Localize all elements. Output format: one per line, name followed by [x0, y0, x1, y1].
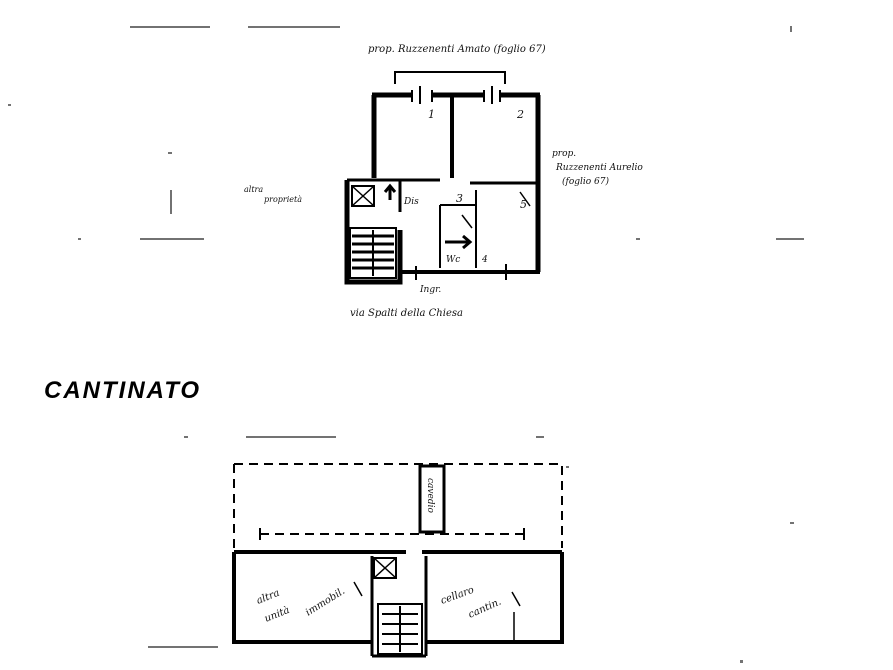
- staircase: [349, 227, 397, 279]
- boundary-bracket: [394, 71, 506, 84]
- landing-arrow: [383, 183, 397, 200]
- scan-noise: [8, 26, 804, 663]
- basement-door-left: [353, 581, 363, 597]
- basement-inner-ticks: [259, 528, 525, 540]
- room-number-1: 1: [428, 108, 435, 121]
- label-bath: Wc: [446, 255, 460, 265]
- label-neighbor-left-1: altra: [244, 185, 263, 194]
- basement-plan: CANTINATO cavedio alt: [44, 377, 564, 658]
- label-street: via Spalti della Chiesa: [350, 308, 463, 319]
- label-neighbor-right-2: Ruzzenenti Aurelio: [555, 163, 643, 173]
- window-top-1: [411, 86, 433, 104]
- basement-title: CANTINATO: [44, 377, 201, 404]
- label-shaft: cavedio: [425, 478, 435, 513]
- basement-wall-left: [232, 552, 372, 644]
- basement-shaft-cross: [373, 557, 397, 579]
- label-neighbor-top: prop. Ruzzenenti Amato (foglio 67): [368, 44, 546, 55]
- room-number-4: 4: [481, 255, 488, 265]
- room-number-2: 2: [516, 108, 524, 121]
- label-cellar-right-1: cellaro: [439, 585, 475, 607]
- room-number-5: 5: [520, 198, 527, 211]
- basement-dashed-outline: [234, 463, 563, 548]
- label-cellar-left-2: unità: [263, 605, 291, 625]
- label-neighbor-right-3: (foglio 67): [562, 176, 610, 187]
- label-landing: Dis: [403, 197, 419, 207]
- label-neighbor-right-1: prop.: [552, 149, 576, 159]
- room-number-3: 3: [456, 192, 463, 205]
- outer-wall-left-lower: [344, 180, 403, 285]
- shaft-box: cavedio: [418, 464, 446, 534]
- label-cellar-left-1: altra: [255, 588, 281, 607]
- partition-bath: [439, 204, 476, 268]
- window-top-2: [483, 86, 501, 104]
- label-hall: Ingr.: [419, 285, 441, 295]
- ground-floor-plan: prop. Ruzzenenti Amato (foglio 67) prop.…: [244, 44, 643, 319]
- entrance-arrow: [445, 234, 473, 250]
- basement-staircase: [377, 603, 423, 655]
- basement-wall-right: [426, 552, 564, 644]
- partition-horizontal: [347, 178, 538, 185]
- label-cellar-right-2: cantin.: [467, 597, 503, 621]
- label-cellar-left-3: immobil.: [304, 586, 347, 619]
- stair-shaft-box: [351, 185, 375, 207]
- label-neighbor-left-2: proprietà: [264, 195, 302, 204]
- basement-door-right: [511, 591, 521, 640]
- door-swing-2: [519, 191, 531, 207]
- door-tick-bottom: [415, 264, 507, 280]
- door-swing-1: [461, 214, 473, 229]
